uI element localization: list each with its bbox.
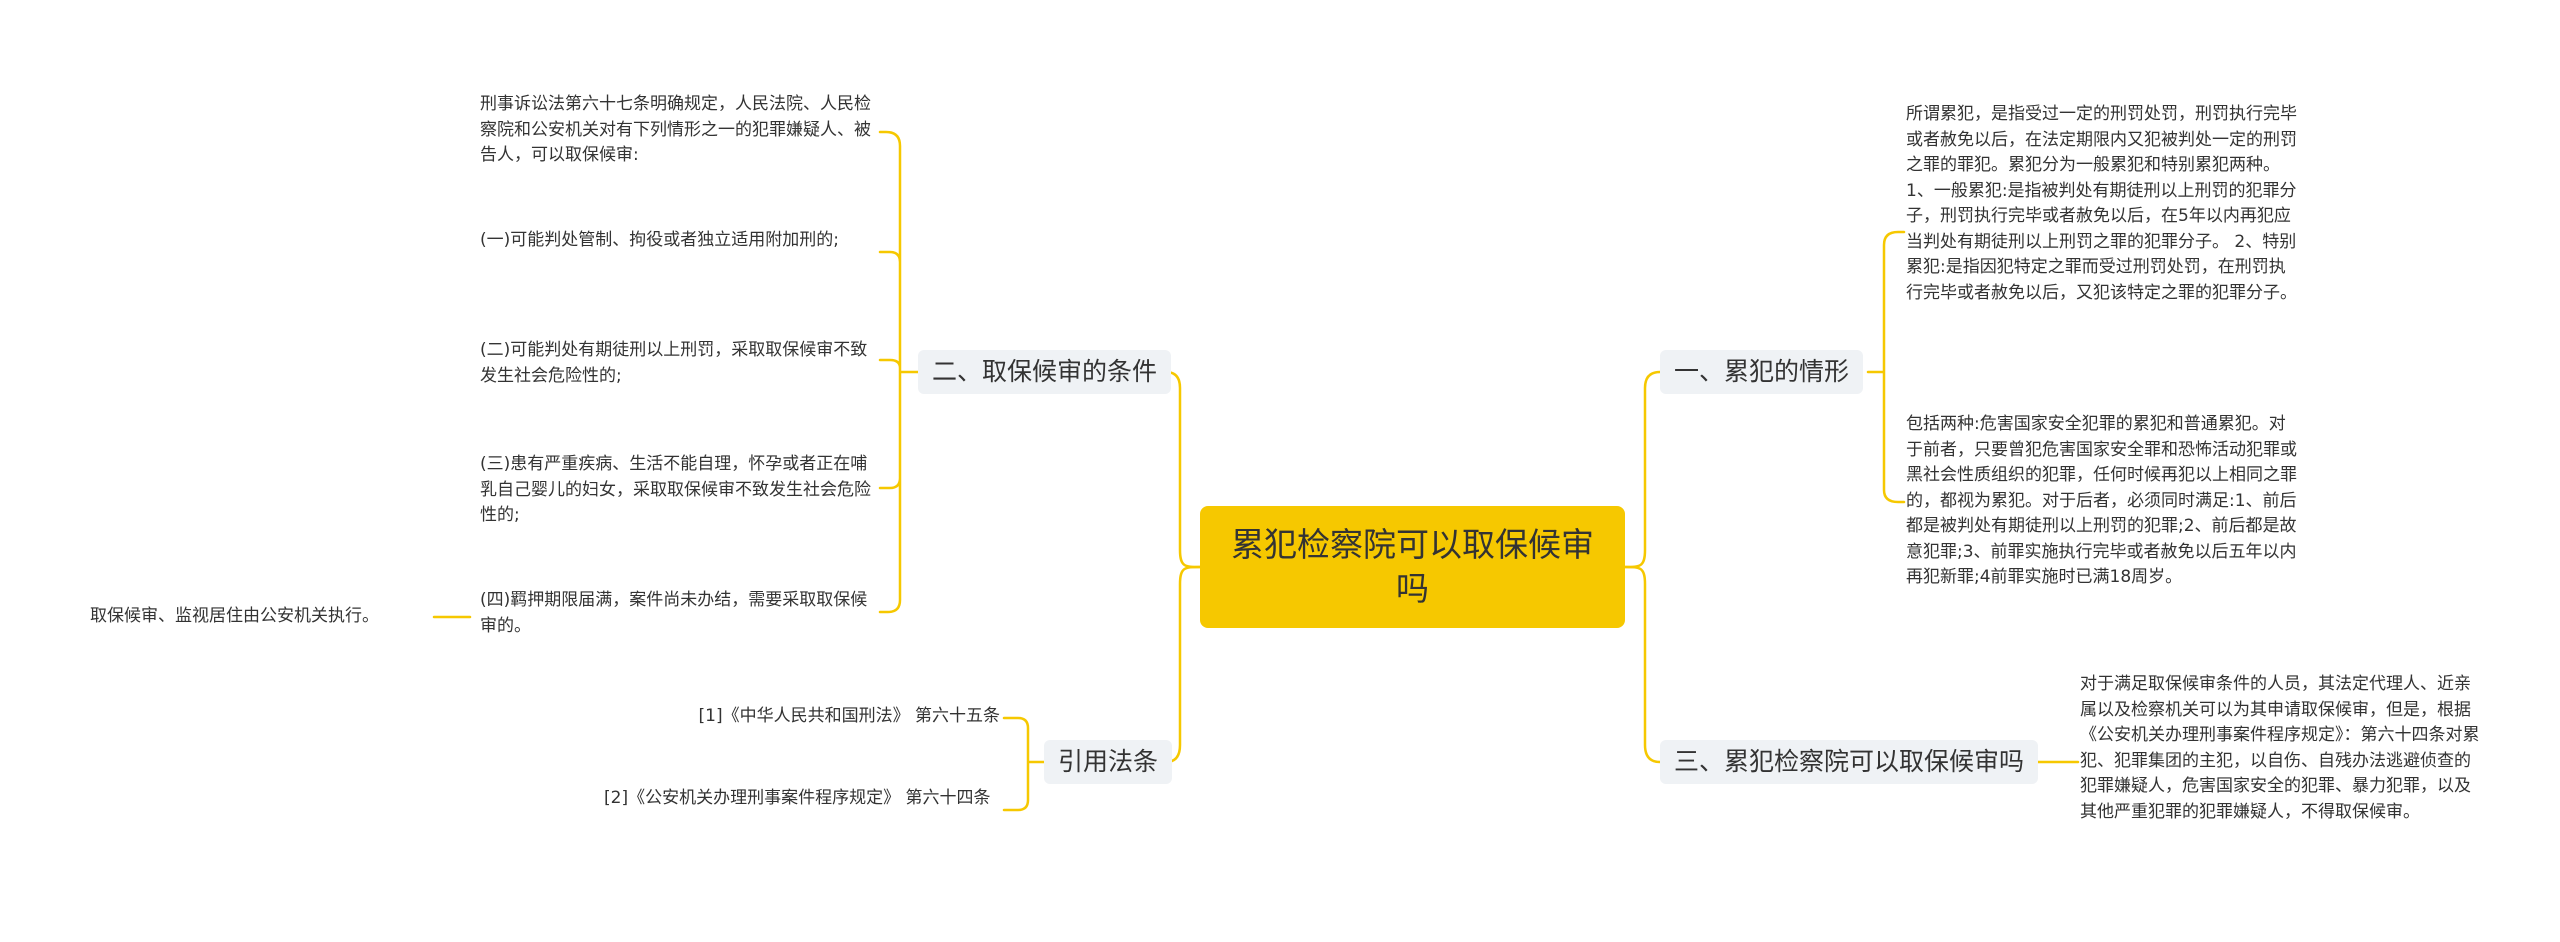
branch-conditions[interactable]: 二、取保候审的条件	[918, 350, 1172, 394]
law-item-0: [1]《中华人民共和国刑法》 第六十五条	[698, 706, 1000, 726]
condition-item-3: (三)患有严重疾病、生活不能自理，怀孕或者正在哺乳自己婴儿的妇女，采取取保候审不…	[480, 454, 871, 525]
law-item-1: [2]《公安机关办理刑事案件程序规定》 第六十四条	[604, 788, 991, 808]
condition-note: 取保候审、监视居住由公安机关执行。	[90, 606, 379, 626]
condition-item-2: (二)可能判处有期徒刑以上刑罚，采取取保候审不致发生社会危险性的;	[480, 340, 868, 386]
branch-can-bail-label: 三、累犯检察院可以取保候审吗	[1674, 747, 2025, 776]
branch-can-bail[interactable]: 三、累犯检察院可以取保候审吗	[1660, 740, 2039, 784]
branch-conditions-label: 二、取保候审的条件	[932, 357, 1158, 386]
recidivism-item-1: 包括两种:危害国家安全犯罪的累犯和普通累犯。对于前者，只要曾犯危害国家安全罪和恐…	[1906, 414, 2297, 587]
condition-item-4: (四)羁押期限届满，案件尚未办结，需要采取取保候审的。	[480, 590, 868, 636]
branch-recidivism[interactable]: 一、累犯的情形	[1660, 350, 1864, 394]
connector-recidivism-items	[1866, 230, 1906, 504]
root-topic[interactable]: 累犯检察院可以取保候审吗	[1200, 506, 1625, 628]
connector-root-conditions	[1164, 370, 1202, 569]
condition-item-1: (一)可能判处管制、拘役或者独立适用附加刑的;	[480, 230, 839, 250]
branch-recidivism-label: 一、累犯的情形	[1674, 357, 1850, 386]
condition-item-0: 刑事诉讼法第六十七条明确规定，人民法院、人民检察院和公安机关对有下列情形之一的犯…	[480, 94, 871, 165]
connector-conditions-items	[878, 130, 920, 614]
root-title: 累犯检察院可以取保候审吗	[1231, 525, 1594, 608]
recidivism-item-0: 所谓累犯，是指受过一定的刑罚处罚，刑罚执行完毕或者赦免以后，在法定期限内又犯被判…	[1906, 104, 2297, 303]
branch-laws-label: 引用法条	[1058, 747, 1159, 776]
connector-laws-items	[1002, 716, 1046, 812]
connector-root-can-bail	[1623, 565, 1662, 764]
connector-root-recidivism	[1623, 370, 1662, 569]
connector-root-laws	[1164, 565, 1202, 764]
branch-laws[interactable]: 引用法条	[1044, 740, 1173, 784]
can-bail-item-0: 对于满足取保候审条件的人员，其法定代理人、近亲属以及检察机关可以为其申请取保候审…	[2080, 674, 2480, 822]
